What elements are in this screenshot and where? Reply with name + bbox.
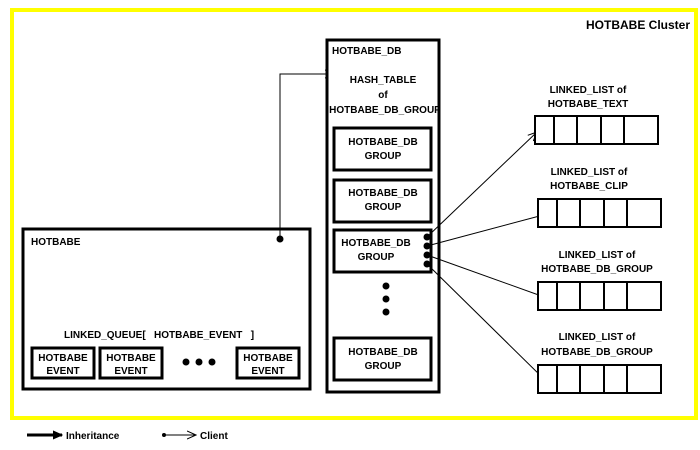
db-group-box: HOTBABE_DB GROUP <box>332 126 433 172</box>
legend-inheritance-label: Inheritance <box>66 431 120 442</box>
linked-list-text: LINKED_LIST of HOTBABE_TEXT <box>534 85 659 145</box>
svg-text:HOTBABE: HOTBABE <box>243 353 293 364</box>
linked-list-clip: LINKED_LIST of HOTBABE_CLIP <box>537 167 662 228</box>
linked-list-db-group-2: LINKED_LIST of HOTBABE_DB_GROUP <box>537 332 662 394</box>
cluster-boundary <box>10 8 698 420</box>
svg-text:LINKED_LIST of: LINKED_LIST of <box>550 85 627 96</box>
svg-text:EVENT: EVENT <box>114 366 147 377</box>
svg-text:HOTBABE_DB: HOTBABE_DB <box>348 347 417 358</box>
db-group-box: HOTBABE_DB GROUP <box>332 228 433 274</box>
svg-text:GROUP: GROUP <box>358 252 395 263</box>
svg-text:LINKED_LIST of: LINKED_LIST of <box>559 332 636 343</box>
svg-text:HOTBABE: HOTBABE <box>38 353 88 364</box>
hotbabe-title: HOTBABE <box>31 237 81 248</box>
client-arrow-to-group-list-1 <box>426 254 547 298</box>
event-box: HOTBABE EVENT <box>235 346 301 380</box>
vertical-ellipsis <box>382 282 390 316</box>
hotbabe-db-title: HOTBABE_DB <box>332 46 401 57</box>
svg-text:EVENT: EVENT <box>46 366 79 377</box>
client-arrow-to-text-list <box>426 132 537 238</box>
svg-text:HOTBABE_DB: HOTBABE_DB <box>341 238 410 249</box>
svg-text:GROUP: GROUP <box>365 151 402 162</box>
db-group-box: HOTBABE_DB GROUP <box>332 336 433 382</box>
svg-text:HOTBABE_DB_GROUP: HOTBABE_DB_GROUP <box>541 347 653 358</box>
svg-text:HOTBABE_CLIP: HOTBABE_CLIP <box>550 181 628 192</box>
client-arrow-hotbabe-to-db <box>279 74 334 239</box>
event-box: HOTBABE EVENT <box>30 346 96 380</box>
event-box: HOTBABE EVENT <box>98 346 164 380</box>
db-group-box: HOTBABE_DB GROUP <box>332 178 433 224</box>
svg-text:GROUP: GROUP <box>365 361 402 372</box>
hash-table-line2: of <box>378 90 388 101</box>
svg-text:GROUP: GROUP <box>365 202 402 213</box>
queue-label: LINKED_QUEUE[ HOTBABE_EVENT ] <box>64 330 254 341</box>
svg-text:LINKED_LIST of: LINKED_LIST of <box>551 167 628 178</box>
svg-text:LINKED_LIST of: LINKED_LIST of <box>559 250 636 261</box>
client-arrow-to-clip-list <box>426 214 547 247</box>
ellipsis-dots <box>182 358 216 366</box>
svg-text:HOTBABE_TEXT: HOTBABE_TEXT <box>548 99 629 110</box>
legend-client-label: Client <box>200 431 228 442</box>
svg-text:EVENT: EVENT <box>251 366 284 377</box>
svg-text:HOTBABE_DB: HOTBABE_DB <box>348 188 417 199</box>
cluster-title: HOTBABE Cluster <box>586 18 690 32</box>
legend: Inheritance Client <box>27 431 228 442</box>
svg-text:HOTBABE: HOTBABE <box>106 353 156 364</box>
svg-text:HOTBABE_DB: HOTBABE_DB <box>348 137 417 148</box>
client-arrow-to-group-list-2 <box>426 263 547 382</box>
hash-table-line1: HASH_TABLE <box>350 75 417 86</box>
hotbabe-db-class: HOTBABE_DB HASH_TABLE of HOTBABE_DB_GROU… <box>325 38 441 394</box>
svg-text:HOTBABE_DB_GROUP: HOTBABE_DB_GROUP <box>541 264 653 275</box>
hotbabe-class: HOTBABE LINKED_QUEUE[ HOTBABE_EVENT ] HO… <box>21 227 312 391</box>
hash-table-line3: HOTBABE_DB_GROUP <box>329 105 441 116</box>
linked-list-db-group-1: LINKED_LIST of HOTBABE_DB_GROUP <box>537 250 662 311</box>
